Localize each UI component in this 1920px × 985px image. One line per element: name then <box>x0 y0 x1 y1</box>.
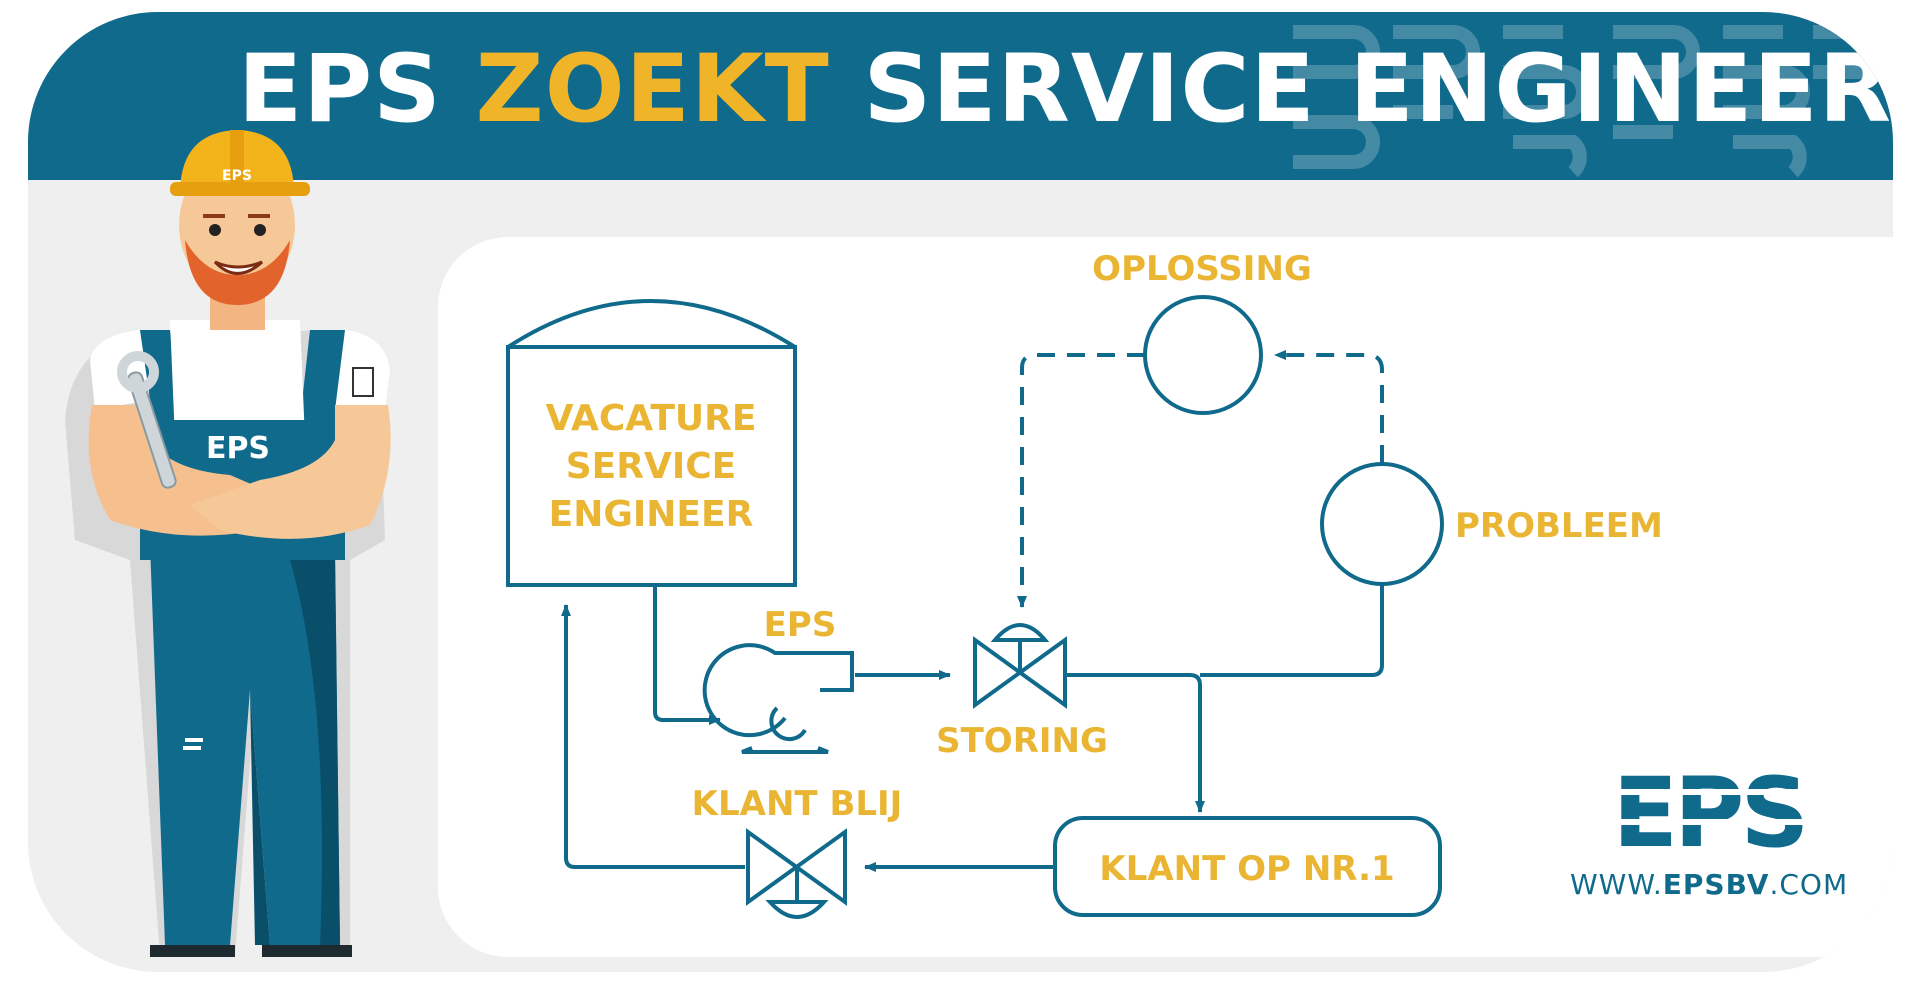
probleem-label: PROBLEEM <box>1455 506 1663 546</box>
connector-storing-to-probleem <box>1200 585 1384 677</box>
vessel-icon <box>506 345 797 587</box>
worker-smile <box>213 260 264 275</box>
vessel-dome <box>506 299 797 349</box>
sleeve-patch-icon <box>352 367 374 397</box>
worker-boot-left <box>150 945 235 957</box>
worker-eye-right <box>254 224 266 236</box>
connector-oplossing-to-storing <box>1017 353 1145 608</box>
worker-beard <box>185 240 290 305</box>
eps-logo: EPS <box>1613 760 1805 856</box>
worker-arm-right <box>190 405 391 539</box>
hardhat-icon: EPS <box>170 130 310 196</box>
pump-icon <box>702 643 854 754</box>
connector-vessel-to-pump <box>653 585 721 725</box>
worker-shirt <box>170 320 305 440</box>
page-title: EPS ZOEKT SERVICE ENGINEER <box>238 34 1892 147</box>
title-banner: EPS ZOEKT SERVICE ENGINEER <box>28 12 1893 180</box>
poster-card: EPS ZOEKT SERVICE ENGINEER <box>28 12 1893 972</box>
probleem-node <box>1320 462 1444 586</box>
oplossing-node <box>1143 295 1263 415</box>
url-domain: EPSBV <box>1662 868 1770 901</box>
banner-pattern-decoration <box>1293 25 1893 178</box>
connector-storing-to-klant <box>1065 673 1205 813</box>
website-url[interactable]: WWW.EPSBV.COM <box>1570 868 1848 901</box>
eps-label: EPS <box>764 605 837 645</box>
worker-eye-left <box>209 224 221 236</box>
oplossing-label: OPLOSSING <box>1092 249 1312 289</box>
wrench-icon <box>117 351 177 489</box>
title-prefix: EPS <box>238 35 442 144</box>
vacature-line-2: SERVICE <box>566 446 737 487</box>
klant-blij-label: KLANT BLIJ <box>692 784 903 824</box>
worker-boot-right <box>262 945 352 957</box>
storing-label: STORING <box>936 721 1108 761</box>
knee-logo-icon <box>183 738 203 750</box>
worker-chest-logo: EPS <box>206 431 270 466</box>
eps-logo-text: EPS <box>1613 760 1805 856</box>
valve-icon-storing <box>973 623 1067 709</box>
klant-op-nr1-label: KLANT OP NR.1 <box>1099 849 1394 889</box>
url-suffix: .COM <box>1769 868 1849 901</box>
worker-legs <box>150 545 340 945</box>
connector-probleem-to-oplossing <box>1274 350 1384 463</box>
vacature-line-1: VACATURE <box>546 398 757 439</box>
vacature-line-3: ENGINEER <box>549 494 754 535</box>
title-rest: SERVICE ENGINEER <box>863 35 1892 144</box>
klant-op-nr1-box <box>1053 816 1442 917</box>
worker-illustration: EPS EPS <box>65 130 391 957</box>
url-prefix: WWW. <box>1570 868 1663 901</box>
connector-blij-to-vessel <box>561 604 745 869</box>
title-accent: ZOEKT <box>475 35 830 144</box>
valve-icon-klant-blij <box>746 828 847 919</box>
hardhat-logo: EPS <box>222 168 252 184</box>
diagram-panel <box>438 237 1893 957</box>
